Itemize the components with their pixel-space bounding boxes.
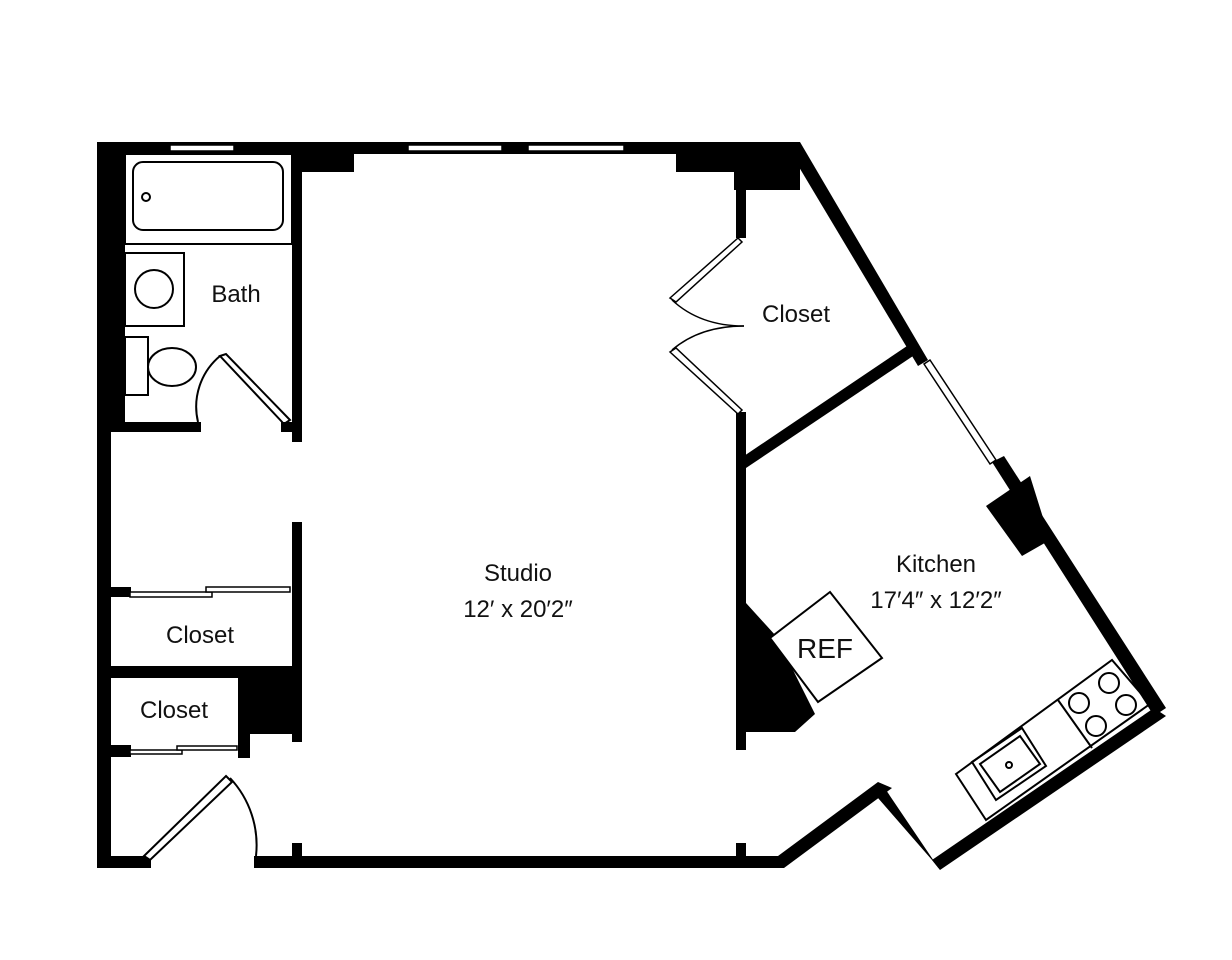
door-swing — [671, 325, 745, 351]
sliding-doors — [129, 586, 291, 755]
refrigerator-box — [768, 590, 884, 704]
wall-stub — [292, 843, 302, 857]
tub-area — [124, 153, 293, 245]
sliding-door — [205, 586, 291, 593]
room-label-closet-lower: Closet — [140, 697, 208, 724]
toilet-icon — [147, 347, 197, 387]
door-swing — [195, 355, 221, 423]
sink-icon — [134, 269, 174, 309]
bath-fixtures — [124, 153, 293, 426]
exterior-wall — [878, 790, 940, 870]
sliding-door — [129, 749, 183, 755]
exterior-wall — [932, 708, 1166, 870]
room-dimensions-kitchen: 17′4″ x 12′2″ — [870, 587, 1002, 614]
bathtub-icon — [132, 161, 284, 231]
bath-wall — [292, 154, 302, 442]
refrigerator-label: REF — [797, 633, 853, 664]
drain-icon — [1005, 761, 1013, 769]
burner-icon — [1085, 715, 1107, 737]
studio-left-wall — [292, 522, 302, 742]
drain-icon — [141, 192, 151, 202]
sink-icon — [970, 726, 1048, 802]
bottom-wall — [254, 856, 784, 868]
door-swing — [229, 777, 258, 857]
sliding-door — [129, 591, 213, 598]
closet-wall — [238, 730, 250, 758]
bifold-door — [668, 236, 744, 303]
exterior-wall — [784, 142, 928, 366]
room-label-studio: Studio — [484, 560, 552, 587]
sliding-door — [176, 745, 238, 751]
window — [407, 144, 503, 152]
window — [527, 144, 625, 152]
closet-wall — [111, 745, 131, 757]
bottom-wall — [97, 856, 151, 868]
door-icon — [142, 774, 234, 862]
sink-basin — [978, 734, 1042, 794]
studio-right-wall — [736, 412, 746, 750]
wall-stub — [736, 843, 746, 857]
room-dimensions-studio: 12′ x 20′2″ — [463, 596, 573, 623]
entry-door — [142, 774, 258, 862]
column-block — [736, 592, 815, 732]
room-label-closet-middle: Closet — [166, 622, 234, 649]
bifold-door — [668, 347, 744, 416]
exterior-wall — [778, 782, 892, 868]
door-icon — [218, 352, 292, 426]
bath-bottom-wall — [111, 422, 201, 432]
partition-wall — [741, 344, 916, 468]
window — [922, 358, 998, 466]
counter-divider — [1057, 699, 1093, 749]
counter — [954, 658, 1152, 822]
kitchen-counter — [954, 658, 1152, 822]
refrigerator — [768, 590, 884, 704]
sink-counter — [124, 252, 185, 327]
left-wall-thick — [97, 142, 125, 430]
column-block — [676, 142, 736, 172]
column-block — [986, 476, 1050, 556]
bath-bottom-wall — [281, 422, 302, 432]
burner-icon — [1115, 694, 1137, 716]
labels: Bath Closet Studio 12′ x 20′2″ Kitchen 1… — [140, 281, 1002, 724]
window — [169, 144, 235, 152]
room-label-closet: Closet — [762, 301, 830, 328]
closet-doors — [668, 236, 745, 416]
column-block — [238, 666, 302, 734]
closet-wall — [736, 190, 746, 238]
door-swing — [671, 299, 745, 327]
burner-icon — [1098, 672, 1120, 694]
toilet-tank — [124, 336, 149, 396]
room-label-bath: Bath — [211, 281, 260, 308]
column-block — [292, 142, 354, 172]
walls — [97, 142, 1166, 870]
room-label-kitchen: Kitchen — [896, 551, 976, 578]
windows — [169, 144, 998, 466]
burner-icon — [1068, 692, 1090, 714]
closet-wall — [111, 587, 131, 597]
